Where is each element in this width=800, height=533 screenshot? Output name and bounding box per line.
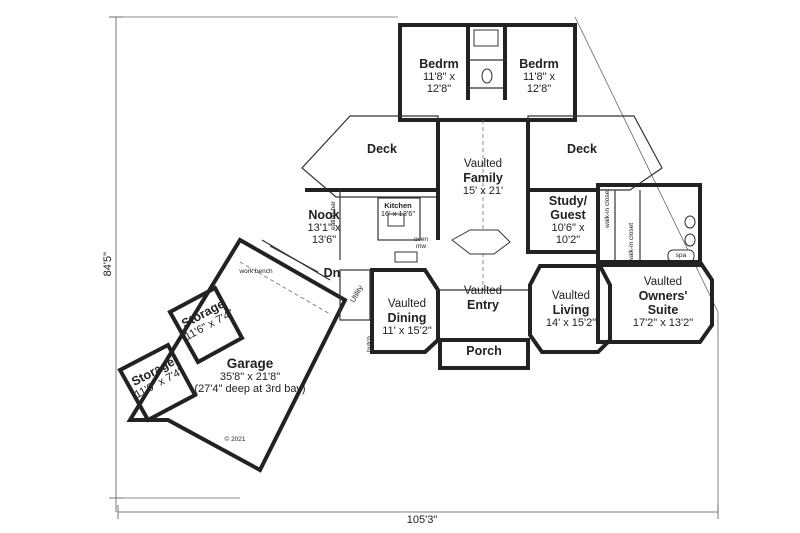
owners-name-2: Suite — [647, 302, 679, 317]
dining-prefix: Vaulted — [387, 298, 427, 310]
nook-name: Nook — [308, 208, 340, 222]
bedroom-right-size-1: 11'8" x — [522, 71, 556, 83]
bedroom-right-size-2: 12'8" — [526, 83, 552, 96]
study-label: Study/ Guest 10'6" x 10'2" — [540, 194, 596, 247]
nook-label: Nook 13'1" x 13'6" — [300, 208, 348, 247]
bedroom-left-size-2: 12'8" — [426, 83, 452, 96]
kitchen-name: Kitchen — [384, 201, 412, 210]
oven-mw-label: oven mw — [406, 236, 436, 251]
depth-dimension-label: 84'5" — [101, 251, 114, 277]
dimension-lines — [109, 16, 719, 519]
bedroom-left-label: Bedrm 11'8" x 12'8" — [410, 57, 468, 96]
work-bench-label: work bench — [239, 268, 273, 275]
bedroom-left-size-1: 11'8" x — [422, 71, 456, 83]
porch-label: Porch — [466, 344, 502, 358]
mw-label: mw — [415, 243, 427, 251]
family-label: Vaulted Family 15' x 21' — [448, 158, 518, 197]
garage-size-1: 35'8" x 21'8" — [219, 371, 281, 384]
oven-label: oven — [413, 236, 429, 243]
garage-name: Garage — [226, 356, 274, 371]
copyright-label: © 2021 — [224, 436, 246, 443]
deck-right-label: Deck — [567, 142, 597, 156]
walk-in-closet-label-2: walk-in closet — [628, 222, 635, 262]
study-size-1: 10'6" x — [551, 222, 585, 234]
entry-name: Entry — [467, 297, 499, 312]
nook-size-1: 13'1" x — [307, 222, 341, 234]
entry-prefix: Vaulted — [463, 285, 503, 297]
bedroom-right-name: Bedrm — [519, 57, 559, 71]
garage-size-2: (27'4" deep at 3rd bay) — [194, 383, 306, 396]
hutch-label: hutch — [366, 336, 373, 352]
family-room — [436, 120, 530, 290]
owners-size: 17'2" x 13'2" — [632, 316, 694, 329]
entry-label: Vaulted Entry — [452, 285, 514, 312]
study-name-2: Guest — [550, 208, 586, 222]
nook-size-2: 13'6" — [311, 234, 337, 247]
study-name-1: Study/ — [548, 194, 588, 208]
dining-size: 11' x 15'2" — [382, 324, 432, 337]
dining-entry — [370, 268, 530, 370]
kitchen-nook — [305, 188, 438, 263]
owners-suite — [596, 260, 714, 344]
width-dimension-label: 105'3" — [406, 514, 438, 526]
eating-bar-label: eating bar — [330, 201, 337, 230]
living-room — [528, 264, 612, 354]
family-prefix: Vaulted — [463, 158, 503, 170]
bedroom-right-label: Bedrm 11'8" x 12'8" — [510, 57, 568, 96]
living-label: Vaulted Living 14' x 15'2" — [536, 290, 606, 329]
garage-wing — [117, 237, 371, 473]
bedroom-wing — [398, 23, 577, 170]
owners-suite-label: Vaulted Owners' Suite 17'2" x 13'2" — [620, 276, 706, 329]
spa-label: spa — [675, 252, 687, 259]
family-name: Family — [463, 170, 503, 185]
walk-in-closet-label: walk-in closet — [604, 188, 611, 228]
kitchen-size: 16' x 13'6" — [380, 209, 416, 219]
down-label: Dn — [323, 266, 341, 280]
living-size: 14' x 15'2" — [545, 316, 597, 329]
kitchen-label: Kitchen 16' x 13'6" — [372, 201, 424, 219]
dining-label: Vaulted Dining 11' x 15'2" — [374, 298, 440, 337]
family-size: 15' x 21' — [462, 184, 504, 197]
owners-prefix: Vaulted — [643, 276, 683, 288]
living-name: Living — [552, 302, 590, 317]
living-prefix: Vaulted — [551, 290, 591, 302]
study-size-2: 10'2" — [555, 234, 581, 247]
garage-label: Garage 35'8" x 21'8" (27'4" deep at 3rd … — [180, 356, 320, 396]
dining-name: Dining — [387, 310, 427, 325]
bedroom-left-name: Bedrm — [419, 57, 459, 71]
owners-name-1: Owners' — [638, 288, 688, 303]
deck-left-label: Deck — [367, 142, 397, 156]
